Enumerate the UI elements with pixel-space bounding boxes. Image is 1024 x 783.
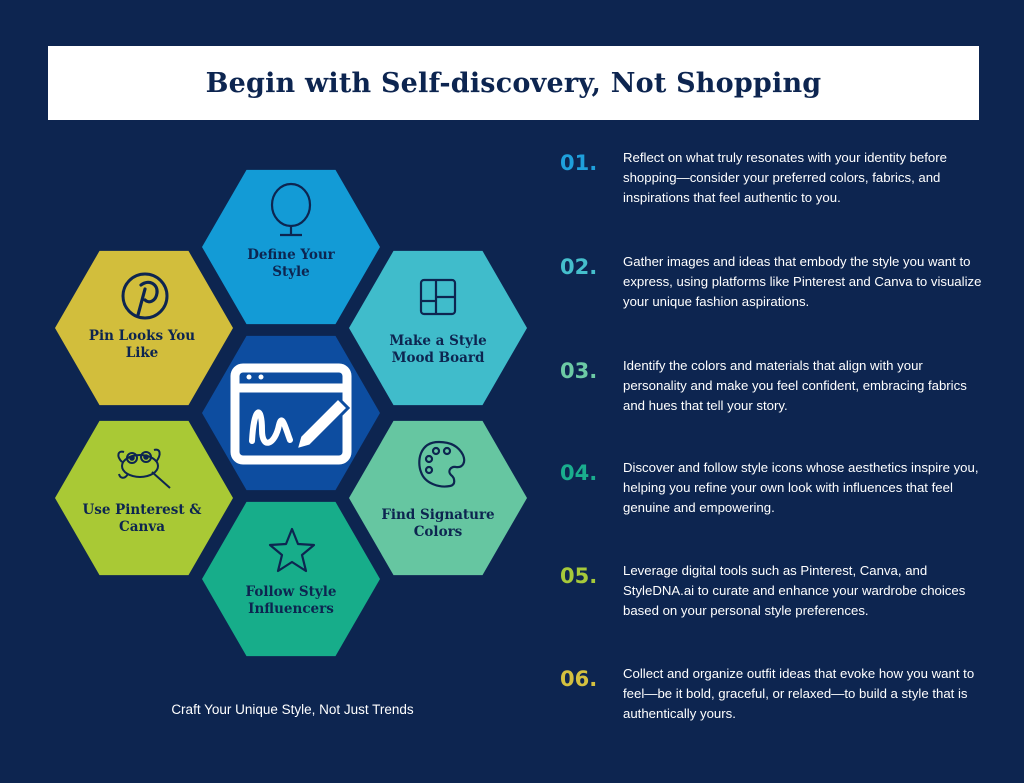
hex-use-pinterest-canva (55, 420, 233, 576)
step-number: 01. (560, 151, 598, 175)
star-icon (268, 527, 316, 573)
pinterest-icon (121, 272, 169, 320)
step-number: 03. (560, 359, 598, 383)
step-number: 05. (560, 564, 598, 588)
step-text: Leverage digital tools such as Pinterest… (623, 563, 966, 618)
grid-layout-icon (419, 278, 457, 316)
step-number: 02. (560, 255, 598, 279)
hex-find-signature-colors (349, 420, 527, 576)
step-text: Reflect on what truly resonates with you… (623, 150, 947, 205)
hex-center (202, 335, 380, 491)
hex-make-a-style-mood-board (349, 250, 527, 406)
gimp-mascot-icon (117, 448, 171, 489)
tagline: Craft Your Unique Style, Not Just Trends (171, 702, 414, 717)
title-banner: Begin with Self-discovery, Not Shopping (48, 46, 979, 120)
step-text: Discover and follow style icons whose ae… (623, 460, 979, 515)
hex-define-your-style (202, 169, 380, 325)
hex-follow-style-influencers (202, 501, 380, 657)
browser-drawing-icon (230, 363, 352, 465)
hex-label-pinterest-canva: Use Pinterest &Canva (82, 502, 201, 535)
step-text: Identify the colors and materials that a… (623, 358, 967, 413)
hex-pin-looks-you-like (55, 250, 233, 406)
step-text: Collect and organize outfit ideas that e… (623, 666, 975, 721)
step-number: 06. (560, 667, 598, 691)
step-text: Gather images and ideas that embody the … (623, 254, 982, 309)
page-title: Begin with Self-discovery, Not Shopping (205, 67, 822, 99)
palette-icon (418, 440, 466, 488)
step-number: 04. (560, 461, 598, 485)
mirror-icon (270, 182, 312, 237)
